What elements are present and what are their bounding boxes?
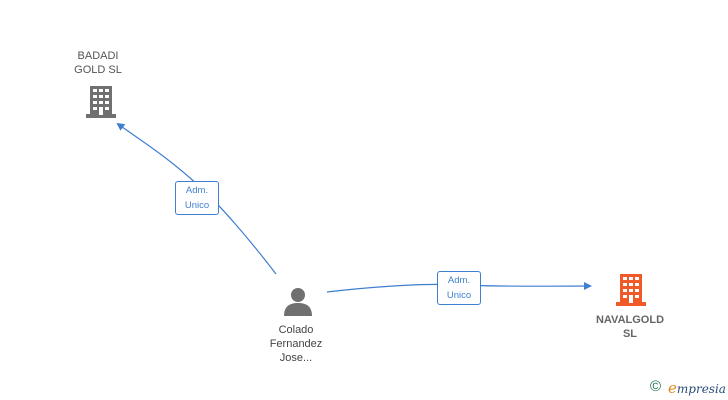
badadi-label[interactable]: BADADI GOLD SL xyxy=(74,50,122,76)
navalgold-label[interactable]: NAVALGOLD SL xyxy=(595,314,665,340)
edge-label-line1: Adm. xyxy=(185,185,209,196)
edge-label-adm-unico: Adm. Unico xyxy=(437,271,481,305)
brand-wordmark: empresia xyxy=(668,379,726,397)
edge-label-adm-unico: Adm. Unico xyxy=(175,181,219,215)
person-label[interactable]: Colado Fernandez Jose... xyxy=(269,324,323,364)
building-icon[interactable] xyxy=(616,274,646,306)
copyright-icon: © xyxy=(650,378,662,395)
edge-label-line2: Unico xyxy=(184,200,210,211)
person-icon[interactable] xyxy=(284,288,312,316)
brand-initial: e xyxy=(668,379,677,397)
edge-label-line2: Unico xyxy=(446,290,472,301)
edge-label-line1: Adm. xyxy=(447,275,471,286)
brand-rest: mpresia xyxy=(676,382,726,396)
building-icon[interactable] xyxy=(86,86,116,118)
empresia-logo[interactable]: © empresia xyxy=(648,378,728,398)
